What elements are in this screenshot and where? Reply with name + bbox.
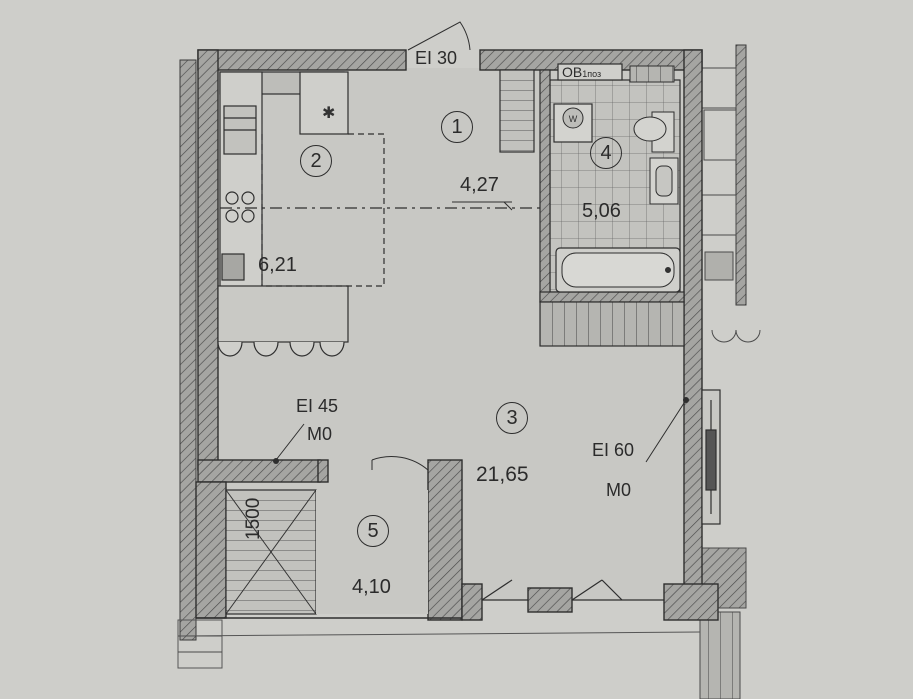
vestibule-room-5 bbox=[179, 481, 701, 637]
corridor-door-swing bbox=[371, 456, 429, 471]
right-window bbox=[701, 389, 721, 525]
room-4-area: 5,06 bbox=[582, 200, 621, 222]
dimension-label: 1500 bbox=[243, 497, 264, 540]
room-3-number: 3 bbox=[496, 402, 528, 434]
room-1-area: 4,27 bbox=[460, 174, 499, 196]
riser-subcode: 1поз bbox=[582, 69, 602, 79]
label-right-partition-rating: EI 60 bbox=[592, 440, 635, 460]
riser-label: OB1поз bbox=[562, 65, 601, 79]
svg-text:W: W bbox=[569, 114, 578, 124]
storage-niche bbox=[539, 301, 685, 347]
outer-walls bbox=[197, 49, 719, 621]
entry-door-swing bbox=[407, 21, 471, 51]
room-5-number: 5 bbox=[357, 515, 389, 547]
label-right-partition-class: M0 bbox=[606, 480, 632, 500]
ventilation-shaft bbox=[499, 69, 535, 153]
room-2-number: 2 bbox=[300, 145, 332, 177]
label-left-partition-rating: EI 45 bbox=[296, 396, 339, 416]
svg-text:✱: ✱ bbox=[322, 105, 335, 122]
label-entry-rating: EI 30 bbox=[415, 48, 458, 68]
balcony-doors bbox=[481, 579, 664, 601]
room-4-number: 4 bbox=[590, 137, 622, 169]
room-1-number: 1 bbox=[441, 111, 473, 143]
room-5-area: 4,10 bbox=[352, 576, 391, 598]
room-3-area: 21,65 bbox=[476, 463, 529, 486]
bathroom-room-4: W bbox=[539, 63, 685, 303]
kitchen-room-2: ✱ bbox=[217, 71, 540, 357]
riser-code: OB bbox=[562, 64, 583, 80]
label-left-partition-class: M0 bbox=[307, 424, 333, 444]
room-2-area: 6,21 bbox=[258, 254, 297, 276]
neighbour-right-unit bbox=[695, 44, 761, 699]
